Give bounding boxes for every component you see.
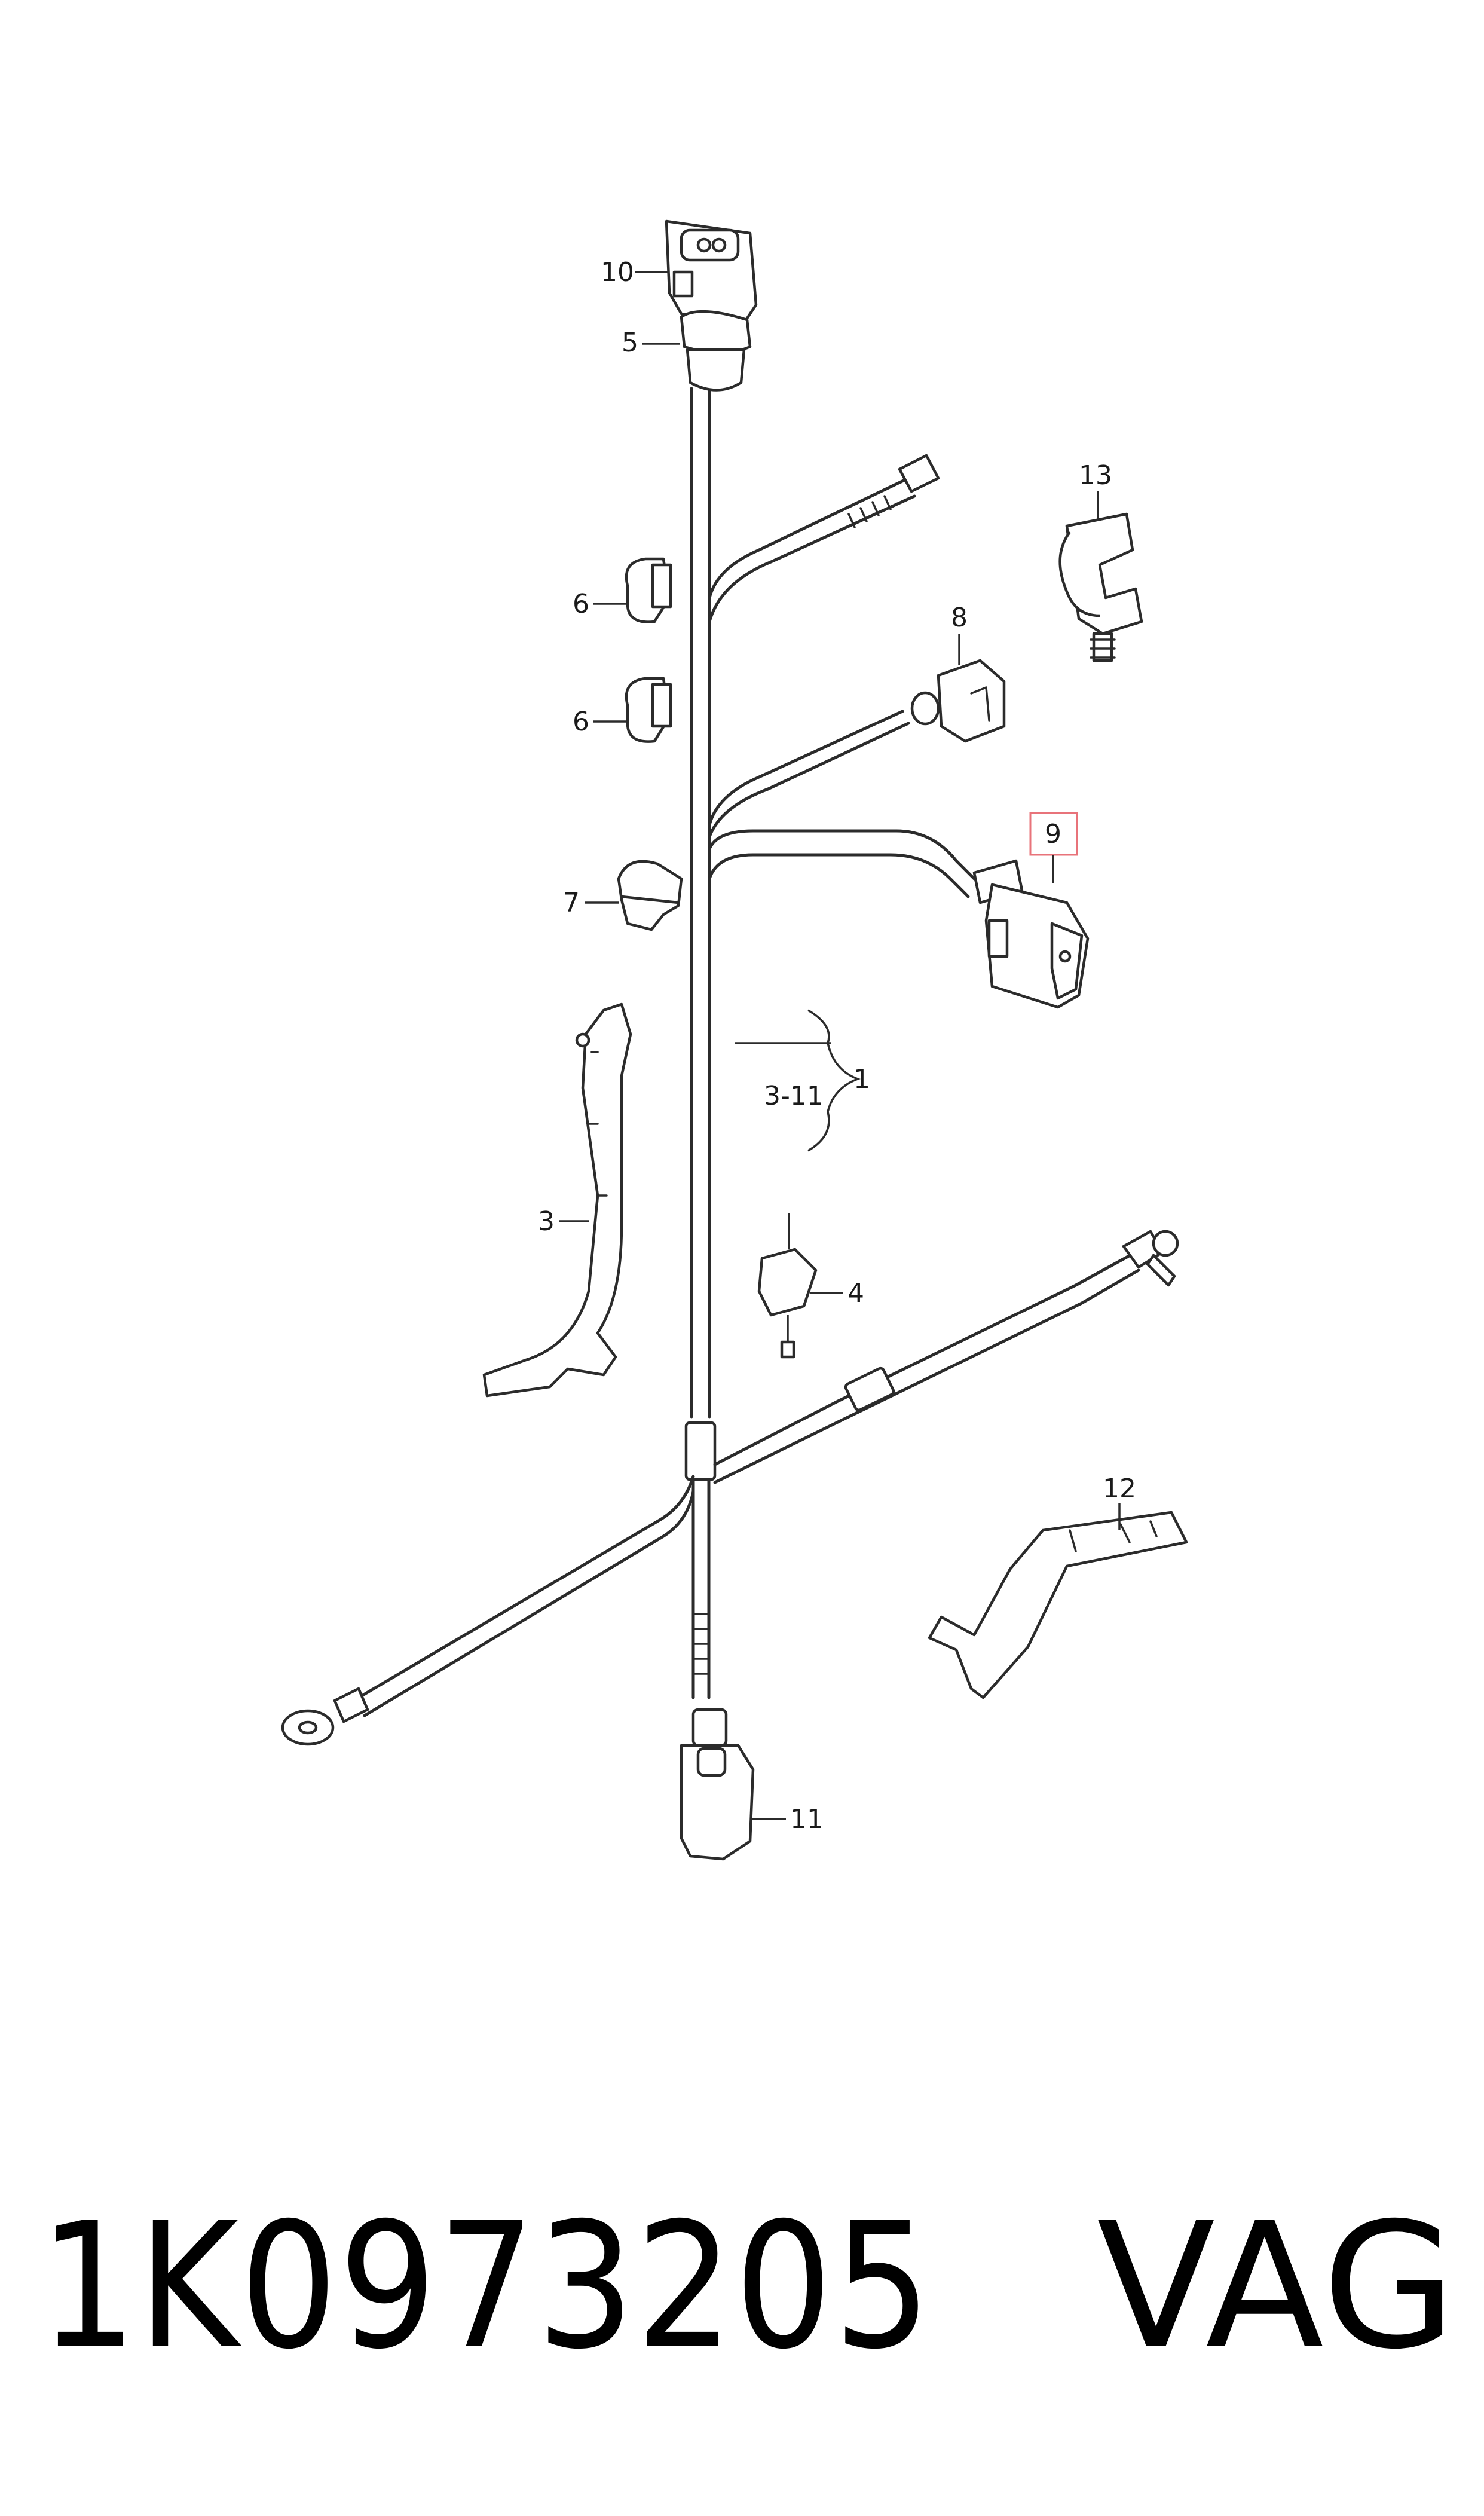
grommet-5 bbox=[680, 310, 752, 392]
group-brace bbox=[807, 1009, 861, 1152]
branch-lower-left bbox=[281, 1475, 695, 1746]
clip-6-lower bbox=[625, 677, 672, 743]
trunk-sleeve bbox=[684, 1421, 717, 1481]
bracket-12 bbox=[928, 1511, 1188, 1699]
callout-6-lower: 6 bbox=[573, 707, 589, 737]
callout-9: 9 bbox=[1045, 819, 1061, 849]
clip-6-upper bbox=[625, 557, 672, 623]
branch-upper-right bbox=[708, 454, 940, 623]
callout-5: 5 bbox=[622, 328, 638, 358]
ring-terminal-hole bbox=[298, 1720, 318, 1735]
callout-6-upper: 6 bbox=[573, 589, 589, 619]
callout-3-11: 3-11 bbox=[764, 1081, 824, 1111]
part-number: 1K0973205 bbox=[39, 2186, 932, 2387]
callout-1: 1 bbox=[853, 1064, 870, 1095]
callout-4: 4 bbox=[847, 1278, 864, 1309]
brand-name: VAG bbox=[1097, 2186, 1458, 2387]
branch-sleeve bbox=[844, 1366, 895, 1412]
ground-bolt-head bbox=[1152, 1230, 1179, 1257]
callout-11: 11 bbox=[790, 1804, 824, 1835]
branch-lower-right bbox=[713, 1230, 1179, 1484]
connector-9 bbox=[972, 859, 1090, 1009]
connector-10 bbox=[665, 219, 758, 325]
callout-7: 7 bbox=[563, 888, 580, 918]
callout-8: 8 bbox=[951, 603, 968, 633]
callout-10: 10 bbox=[601, 257, 634, 288]
callout-3: 3 bbox=[538, 1206, 555, 1237]
branch-end-plug bbox=[898, 454, 940, 493]
clip-4 bbox=[757, 1213, 818, 1359]
connector-8 bbox=[910, 659, 1006, 743]
ground-bolt-shank bbox=[1146, 1254, 1176, 1287]
bracket-3 bbox=[482, 1002, 632, 1398]
main-harness-trunk bbox=[684, 387, 717, 1699]
connector-11 bbox=[680, 1708, 755, 1861]
callout-labels: 10 5 13 6 6 8 9 7 1 3-11 3 4 12 11 bbox=[538, 257, 1136, 1835]
clip-7 bbox=[617, 860, 683, 931]
callout-13: 13 bbox=[1079, 460, 1112, 491]
branch-connector-8 bbox=[708, 710, 910, 839]
ring-terminal-crimp bbox=[333, 1687, 369, 1723]
clip-13 bbox=[1058, 512, 1143, 662]
branch-connector-9 bbox=[708, 829, 976, 898]
callout-12: 12 bbox=[1103, 1473, 1136, 1504]
